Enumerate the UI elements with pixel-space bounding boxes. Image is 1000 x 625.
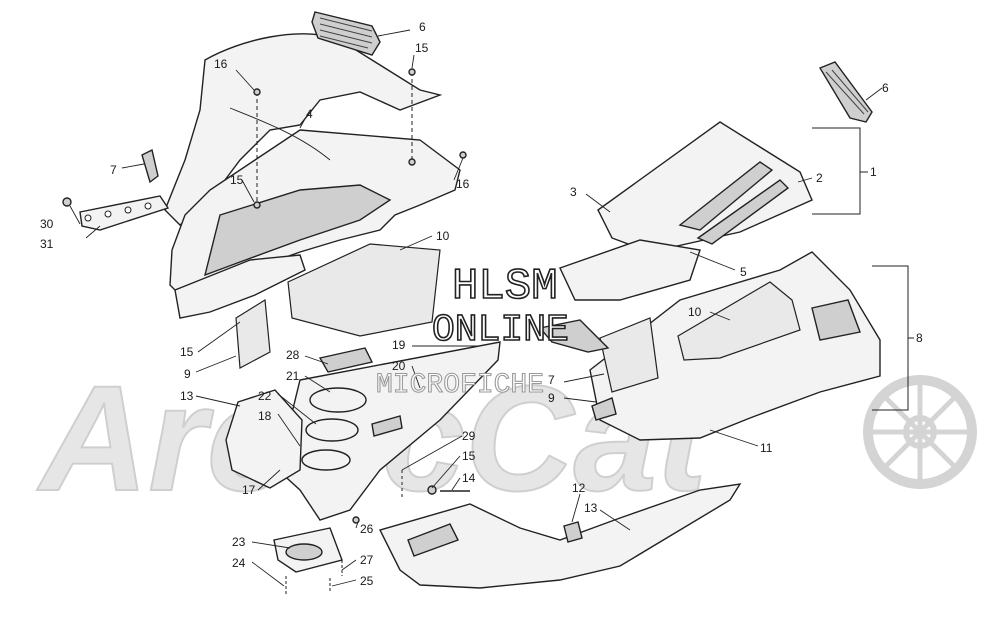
- console-lower-left: [225, 341, 501, 573]
- part-31-side-trim: [79, 195, 170, 231]
- callout-24: 24: [232, 556, 246, 570]
- callout-10: 10: [436, 229, 450, 243]
- callout-30: 30: [40, 217, 54, 231]
- part-10-foam-left: [287, 243, 441, 337]
- callout-25: 25: [360, 574, 374, 588]
- callout-6: 6: [419, 20, 426, 34]
- callout-9: 9: [184, 367, 191, 381]
- callout-7: 7: [110, 163, 117, 177]
- callout-19: 19: [392, 338, 406, 352]
- callout-4: 4: [306, 107, 313, 121]
- callout-12: 12: [572, 481, 586, 495]
- callout-3: 3: [570, 185, 577, 199]
- callout-8: 8: [916, 331, 923, 345]
- callout-14: 14: [462, 471, 476, 485]
- part-6-grille-right: [818, 61, 873, 123]
- callout-15: 15: [230, 173, 244, 187]
- callout-15: 15: [462, 449, 476, 463]
- hardware-bottom-left: [285, 470, 470, 596]
- callout-11: 11: [760, 441, 773, 455]
- assembly-brackets: [812, 127, 914, 411]
- callout-labels: 6 15 16 4 7 15 16 30 31 10 15 9 28 21 22…: [40, 20, 923, 588]
- callout-27: 27: [360, 553, 374, 567]
- callout-16: 16: [456, 177, 470, 191]
- part-8-bellypan: [538, 251, 881, 441]
- callout-31: 31: [40, 237, 54, 251]
- part-9-pad-left: [235, 298, 271, 369]
- callout-13: 13: [180, 389, 194, 403]
- watermark-line1: HLSM: [452, 262, 558, 312]
- callout-10: 10: [688, 305, 702, 319]
- callout-16: 16: [214, 57, 228, 71]
- callout-5: 5: [740, 265, 747, 279]
- watermark-line2: ONLINE: [432, 309, 569, 352]
- callout-13: 13: [584, 501, 598, 515]
- callout-6: 6: [882, 81, 889, 95]
- callout-2: 2: [816, 171, 823, 185]
- callout-20: 20: [392, 359, 406, 373]
- part-6-grille-top: [311, 11, 381, 56]
- leader-lines: [69, 29, 883, 587]
- hlsm-watermark: HLSM ONLINE MICROFICHE: [375, 261, 569, 401]
- part-30-screw: [62, 197, 72, 207]
- callout-15: 15: [180, 345, 194, 359]
- callout-7: 7: [548, 373, 555, 387]
- callout-23: 23: [232, 535, 246, 549]
- callout-29: 29: [462, 429, 476, 443]
- callout-17: 17: [242, 483, 256, 497]
- part-12-13-skid-plate: [378, 483, 742, 589]
- callout-15: 15: [415, 41, 429, 55]
- callout-9: 9: [548, 391, 555, 405]
- callout-21: 21: [286, 369, 300, 383]
- part-7-clip-left: [141, 148, 159, 184]
- callout-22: 22: [258, 389, 272, 403]
- callout-26: 26: [360, 522, 374, 536]
- part-2-3-side-panel: [559, 121, 813, 301]
- callout-28: 28: [286, 348, 300, 362]
- callout-1: 1: [870, 165, 877, 179]
- watermark-wheel-icon: [863, 375, 977, 489]
- fasteners-top-left: [253, 68, 467, 209]
- callout-18: 18: [258, 409, 272, 423]
- watermark-line3: MICROFICHE: [376, 370, 544, 401]
